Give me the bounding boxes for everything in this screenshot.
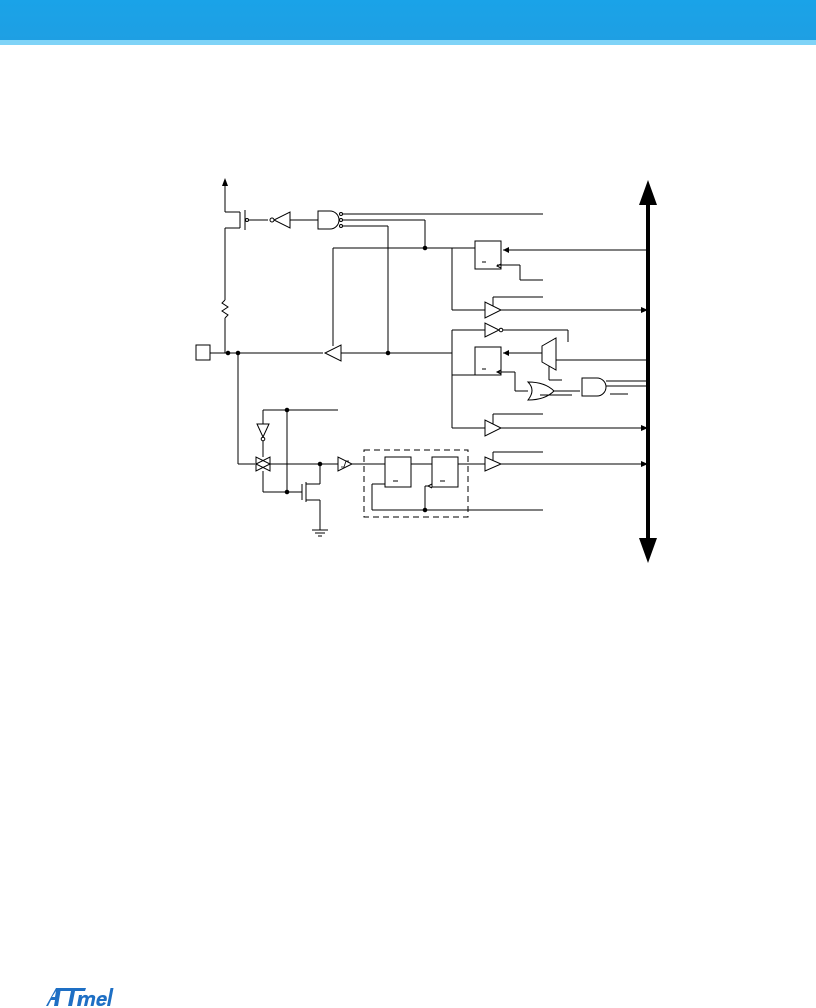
port-register bbox=[451, 322, 569, 392]
data-bus-arrow bbox=[639, 180, 657, 563]
pin-pad bbox=[195, 344, 323, 361]
write-mux bbox=[541, 337, 648, 381]
header-stripe bbox=[0, 40, 816, 45]
pullup-transistor bbox=[224, 210, 268, 300]
pullup-and-gate bbox=[317, 210, 543, 353]
synchronizer bbox=[363, 449, 543, 518]
input-protection bbox=[237, 353, 338, 495]
pullup-resistor bbox=[221, 299, 229, 353]
sleep-transistor bbox=[287, 464, 328, 537]
toggle-or-gate bbox=[526, 381, 580, 401]
header-bar bbox=[0, 0, 816, 40]
port-read-buffer bbox=[451, 375, 648, 437]
pullup-inverter bbox=[269, 211, 318, 229]
pin-read-buffer bbox=[484, 451, 648, 472]
vcc-arrow bbox=[222, 178, 228, 212]
ddr-register bbox=[451, 240, 648, 311]
atmel-logo bbox=[46, 988, 114, 1006]
ddr-read-buffer bbox=[484, 296, 648, 319]
output-buffer bbox=[323, 245, 475, 362]
toggle-and-gate bbox=[581, 377, 648, 397]
schmitt-trigger bbox=[337, 456, 385, 472]
